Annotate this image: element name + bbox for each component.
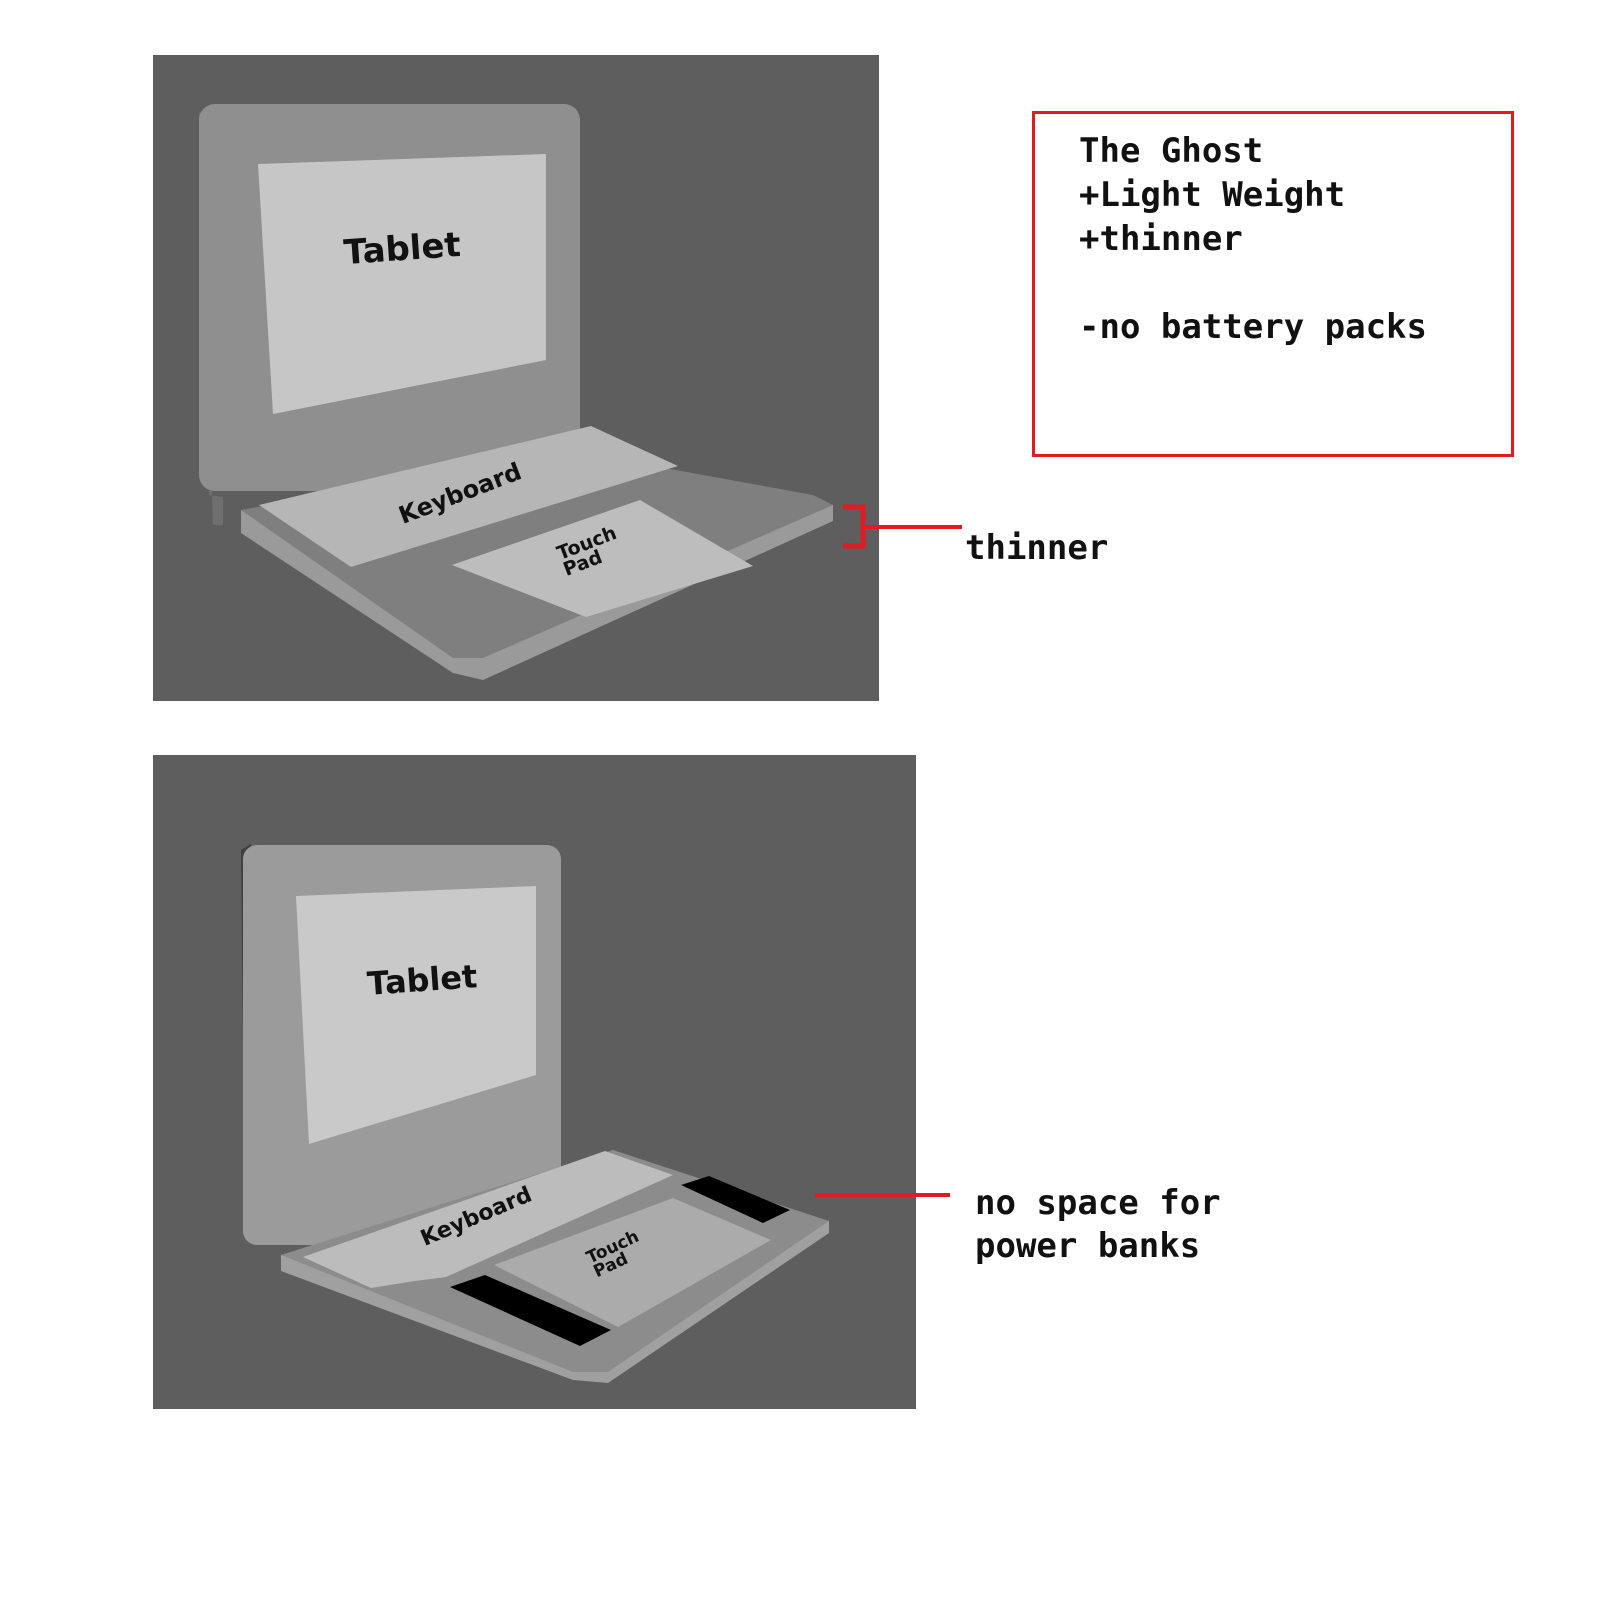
notes-line-thinner: +thinner — [1079, 219, 1243, 259]
tablet-label: Tablet — [366, 957, 479, 1003]
tablet-label: Tablet — [342, 225, 462, 273]
thinner-bracket — [843, 504, 866, 549]
render-bottom-laptop: Tablet Keyboard Touch Pad — [153, 755, 916, 1409]
tablet-screen — [258, 154, 546, 414]
keyboard-panel — [259, 426, 678, 567]
notes-line-light-weight: +Light Weight — [1079, 175, 1346, 215]
laptop-top-drawing: Tablet Keyboard Touch Pad — [199, 104, 833, 680]
laptop-bottom-drawing: Tablet Keyboard Touch Pad — [241, 844, 829, 1383]
battery-slot-left — [450, 1275, 611, 1346]
power-banks-callout-line1: no space for — [975, 1183, 1221, 1223]
notes-line-no-battery: -no battery packs — [1079, 307, 1427, 347]
notes-box: The Ghost +Light Weight +thinner -no bat… — [1032, 111, 1514, 457]
touchpad-panel — [494, 1198, 771, 1327]
touchpad-panel — [452, 500, 753, 617]
tablet-screen — [296, 886, 536, 1144]
power-banks-callout-line2: power banks — [975, 1226, 1201, 1266]
thinner-callout: thinner — [965, 528, 1109, 568]
notes-title: The Ghost — [1079, 131, 1264, 171]
keyboard-panel — [303, 1151, 673, 1288]
render-top-laptop: Tablet Keyboard Touch Pad — [153, 55, 879, 701]
battery-slot-right — [681, 1176, 790, 1223]
